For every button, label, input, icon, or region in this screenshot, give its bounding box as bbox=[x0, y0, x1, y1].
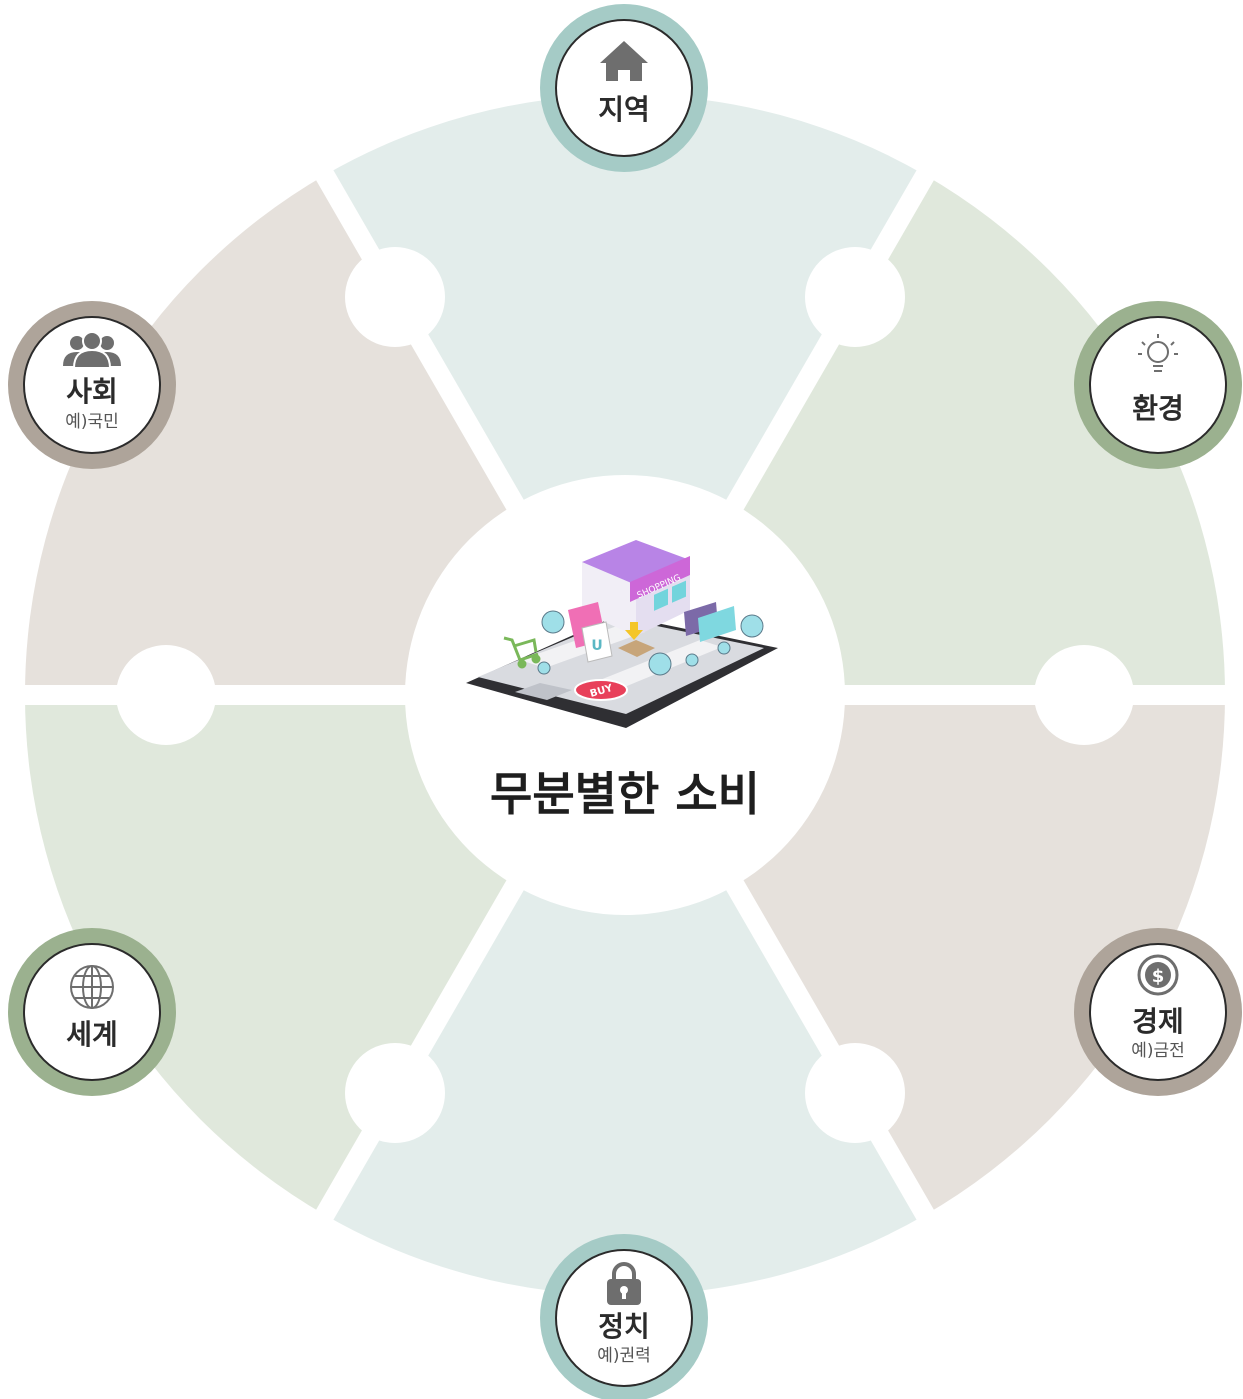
tree bbox=[541, 610, 565, 634]
node-title: 정치 bbox=[598, 1310, 650, 1343]
node-environment: 환경 bbox=[1074, 301, 1242, 469]
bag-letter: U bbox=[591, 638, 602, 654]
parcel-box bbox=[618, 640, 655, 657]
cart-icon bbox=[503, 636, 541, 669]
notch bbox=[345, 247, 445, 347]
notch bbox=[116, 645, 216, 745]
node-subtitle: 예)금전 bbox=[1131, 1041, 1185, 1061]
puzzle-notches bbox=[116, 247, 1134, 1143]
white-bag bbox=[581, 621, 613, 663]
node-subtitle: 예)권력 bbox=[597, 1346, 651, 1366]
card bbox=[698, 606, 736, 642]
tree bbox=[717, 641, 731, 655]
tree bbox=[648, 652, 672, 676]
node-world: 세계 bbox=[8, 928, 176, 1096]
tree bbox=[537, 661, 551, 675]
building-window bbox=[654, 588, 668, 611]
notch bbox=[345, 1043, 445, 1143]
road bbox=[520, 625, 645, 668]
notch bbox=[805, 1043, 905, 1143]
node-title: 환경 bbox=[1132, 392, 1184, 425]
node-circle bbox=[23, 316, 161, 454]
tree bbox=[685, 653, 699, 667]
trees bbox=[537, 610, 764, 676]
node-title: 세계 bbox=[66, 1018, 118, 1051]
node-region: 지역 bbox=[540, 4, 708, 172]
padlock-icon bbox=[607, 1262, 641, 1305]
dollar-coin-icon: $ bbox=[1137, 954, 1179, 996]
buy-button bbox=[574, 679, 628, 701]
node-circle bbox=[555, 19, 693, 157]
phone-home-bar bbox=[515, 683, 572, 700]
download-arrow bbox=[625, 622, 643, 640]
house-icon bbox=[600, 41, 648, 81]
node-politics: 정치 예)권력 bbox=[540, 1234, 708, 1399]
sector-politics bbox=[325, 695, 925, 1296]
node-title: 지역 bbox=[598, 93, 650, 126]
shopping-illustration: SHOPPING U BUY bbox=[466, 540, 778, 728]
center-title: 무분별한 소비 bbox=[490, 767, 760, 821]
people-group-icon bbox=[63, 331, 121, 369]
tree bbox=[740, 614, 764, 638]
sector-region bbox=[325, 94, 925, 695]
building-roof bbox=[582, 540, 690, 585]
building-window bbox=[672, 580, 686, 603]
node-circle bbox=[1089, 943, 1227, 1081]
node-subtitle: 예)국민 bbox=[65, 412, 119, 432]
notch bbox=[805, 247, 905, 347]
node-circle bbox=[23, 943, 161, 1081]
node-title: 경제 bbox=[1132, 1005, 1184, 1038]
node-title: 사회 bbox=[66, 375, 118, 408]
node-society: 사회 예)국민 bbox=[8, 301, 176, 469]
building-awning bbox=[630, 556, 690, 602]
svg-text:$: $ bbox=[1152, 966, 1165, 987]
node-economy: $ 경제 예)금전 bbox=[1074, 928, 1242, 1096]
node-circle bbox=[555, 1249, 693, 1387]
node-circle bbox=[1089, 316, 1227, 454]
globe-icon bbox=[70, 965, 114, 1009]
lightbulb-icon bbox=[1138, 334, 1178, 372]
notch bbox=[1034, 645, 1134, 745]
